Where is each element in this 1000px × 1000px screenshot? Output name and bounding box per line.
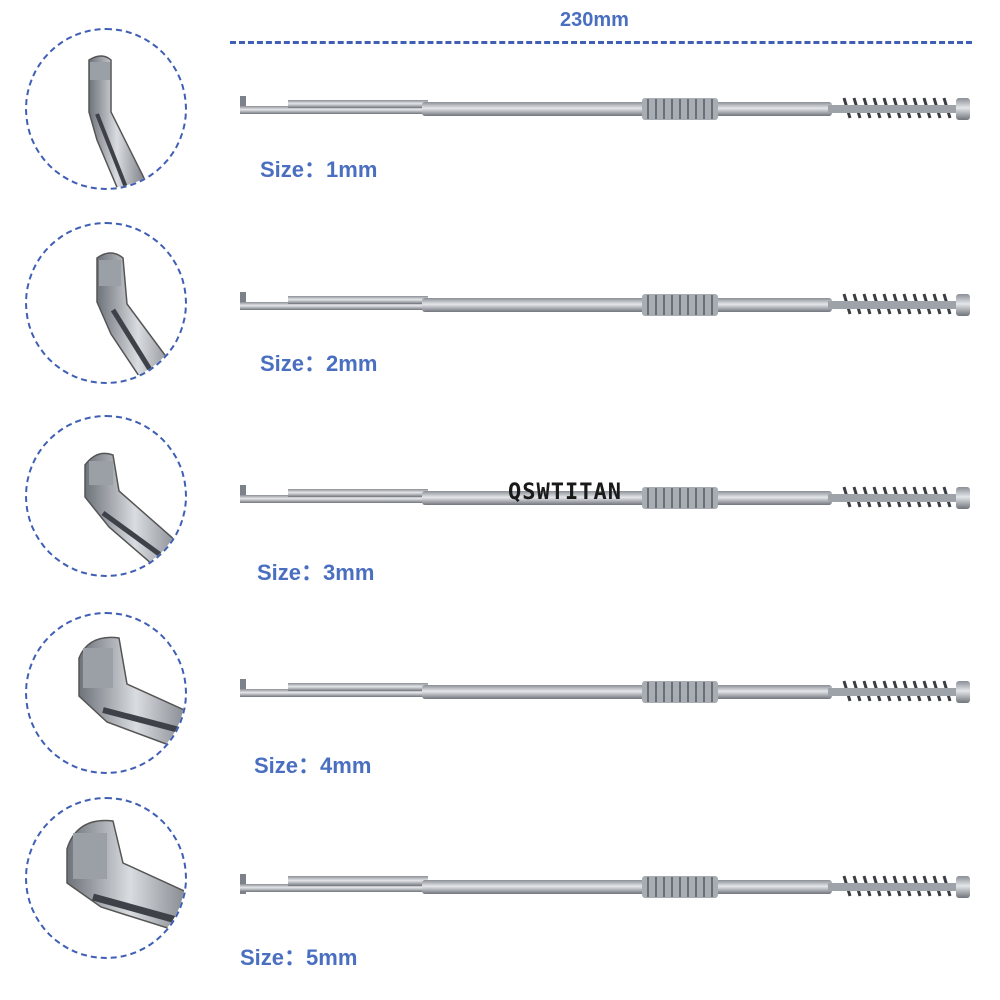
size-label-2mm: Size：2mm	[260, 351, 378, 376]
magnified-tip-icon	[84, 452, 185, 575]
brand-watermark: QSWTITAN	[508, 480, 622, 505]
rongeur-shaft	[240, 874, 970, 898]
tip-detail-2mm	[25, 222, 187, 384]
rongeur-shaft	[240, 292, 970, 316]
tip-detail-3mm	[25, 415, 187, 577]
magnified-tip-icon	[66, 819, 185, 932]
magnified-tip-icon	[96, 252, 181, 382]
rongeur-instrument-5mm	[232, 866, 980, 906]
tip-detail-1mm	[25, 28, 187, 190]
rongeur-shaft	[240, 96, 970, 120]
tip-detail-5mm	[25, 797, 187, 959]
size-label-5mm: Size：5mm	[240, 945, 358, 970]
magnified-tip-icon	[78, 636, 185, 749]
magnified-tip-icon	[88, 55, 147, 188]
length-label: 230mm	[560, 9, 629, 31]
rongeur-instrument-1mm	[232, 88, 980, 128]
rongeur-shaft	[240, 679, 970, 703]
size-label-3mm: Size：3mm	[257, 560, 375, 585]
tip-detail-4mm	[25, 612, 187, 774]
rongeur-instrument-2mm	[232, 284, 980, 324]
rongeur-shaft	[240, 485, 970, 509]
rongeur-instrument-3mm	[232, 477, 980, 517]
size-label-4mm: Size：4mm	[254, 753, 372, 778]
length-dimension-line	[230, 41, 972, 44]
size-label-1mm: Size：1mm	[260, 157, 378, 182]
rongeur-instrument-4mm	[232, 671, 980, 711]
